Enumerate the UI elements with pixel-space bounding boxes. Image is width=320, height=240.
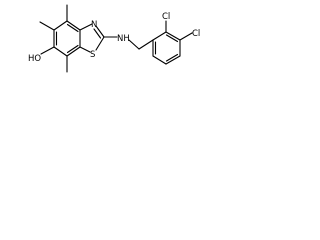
bond-n3-c2-double <box>93 28 102 39</box>
bond-c4-c5 <box>53 20 68 31</box>
bond-c3a-n3 <box>79 23 93 31</box>
bond-methyl-c5 <box>39 21 55 31</box>
bond-r4-r5-double <box>165 53 179 62</box>
bond-c3a-c4 <box>66 20 81 31</box>
amine-linker <box>103 36 154 50</box>
bond-c7-c7a <box>66 46 81 57</box>
bond-ch2-ring <box>138 39 154 50</box>
bond-c3a-c4-double <box>66 23 79 33</box>
thiazole-ring <box>79 23 105 53</box>
benzene-ring <box>53 20 81 57</box>
bond-para-cl <box>179 32 193 41</box>
bond-r2-r3-double <box>165 34 179 43</box>
bond-nh-ch2 <box>128 39 140 50</box>
amine-label: NH <box>117 34 130 44</box>
ring-nitrogen-label: N <box>91 20 97 30</box>
bond-r5-r6 <box>152 55 167 65</box>
ring-substituents <box>39 4 68 73</box>
dichlorophenyl-ring <box>152 20 193 65</box>
sulfur-label: S <box>90 50 95 60</box>
benzothiazole-structure-diagram: HO S N NH Cl Cl <box>28 4 200 73</box>
hydroxyl-label: HO <box>28 54 41 64</box>
bond-s1-c7a <box>79 46 91 53</box>
bond-c7-c7a-double <box>66 44 79 54</box>
bond-hydroxyl <box>40 46 55 55</box>
bond-r4-r5 <box>165 55 181 65</box>
bond-c6-c7 <box>53 46 68 57</box>
bond-r2-r3 <box>165 31 181 41</box>
bond-n3-c2 <box>95 25 105 38</box>
ortho-chlorine-label: Cl <box>162 12 170 22</box>
bond-r1-r2 <box>152 31 167 41</box>
para-chlorine-label: Cl <box>192 29 200 39</box>
bond-c2-s1 <box>95 36 105 51</box>
